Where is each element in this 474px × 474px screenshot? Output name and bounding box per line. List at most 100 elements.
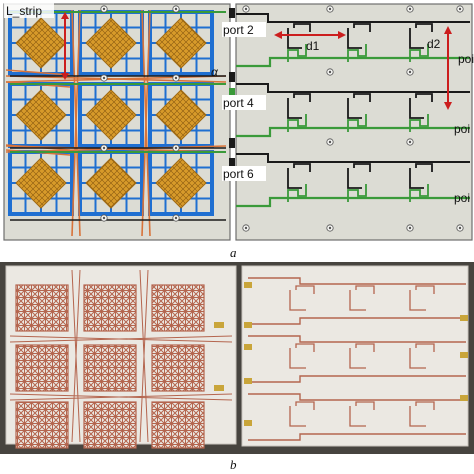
port-4-label: port 4 [223, 96, 254, 110]
photo-resonator [289, 285, 315, 311]
l-strip-arrow-top [61, 12, 69, 19]
screw-hole-icon [406, 5, 414, 13]
strip-line [141, 9, 151, 237]
screw-hole-icon [172, 5, 180, 13]
resonator-black [287, 93, 311, 119]
photo-patch [83, 401, 137, 449]
d1-label: d1 [306, 39, 320, 53]
resonator-black [409, 163, 433, 189]
photo-patch [151, 344, 205, 392]
port-6-label-bg [222, 166, 266, 181]
screw-hole-icon [100, 214, 108, 222]
photo-patch-array [15, 284, 205, 449]
resonator-black [347, 163, 371, 189]
resonator-black [409, 93, 433, 119]
photo-resonator [349, 343, 375, 369]
port-6-label: port 6 [223, 167, 254, 181]
screw-holes [100, 5, 180, 222]
antenna-patch [148, 10, 214, 76]
photo-trace [248, 317, 466, 325]
screw-hole-icon [100, 144, 108, 152]
photo-resonator [349, 401, 375, 427]
port-2-label: port 2 [223, 23, 254, 37]
photo-feed-network [248, 277, 466, 441]
resonator-green [287, 44, 307, 62]
antenna-patch [78, 10, 144, 76]
panel-a-left-board: L_strip α [3, 3, 231, 241]
resonator-black [347, 93, 371, 119]
angle-label: α [211, 65, 219, 79]
resonator-green [347, 184, 367, 202]
panel-b-caption: b [230, 457, 237, 472]
port-4-label-bg [222, 95, 266, 110]
feed-trace [236, 13, 470, 23]
feed-trace [236, 196, 470, 208]
photo-right-board [241, 265, 469, 447]
panel-a-right-board: port 2 port 4 port 6 poi poi poi d1 d2 [222, 3, 474, 241]
port-cut-label-3: poi [454, 191, 470, 205]
strip-label: L_strip [6, 4, 42, 18]
photo-strip [139, 269, 149, 443]
port-cut-label-2: poi [454, 122, 470, 136]
photo-resonator [289, 343, 315, 369]
feed-trace [236, 83, 470, 93]
photo-patch [15, 344, 69, 392]
resonator-black [409, 23, 433, 49]
photo-patch [151, 284, 205, 332]
photo-trace [248, 433, 466, 441]
strip-label-bg [4, 3, 54, 18]
feed-trace [236, 153, 470, 163]
screw-hole-icon [326, 5, 334, 13]
d1-arrow-right [338, 31, 346, 39]
sma-connector-icon [214, 282, 468, 426]
panel-b: b [0, 262, 474, 472]
strip-line [71, 9, 81, 237]
d2-label: d2 [427, 37, 441, 51]
screw-hole-icon [326, 68, 334, 76]
antenna-patch [148, 150, 214, 216]
photo-trace [248, 277, 466, 285]
resonator-green [347, 114, 367, 132]
screw-hole-icon [456, 5, 464, 13]
right-board-substrate [235, 3, 473, 241]
port-2-label-bg [222, 22, 266, 37]
screw-hole-icon [326, 224, 334, 232]
panel-a-caption: a [230, 245, 237, 260]
l-strip-arrow-bottom [61, 73, 69, 80]
d2-arrow-bottom [444, 102, 452, 110]
screw-hole-icon [456, 224, 464, 232]
antenna-patch [8, 82, 74, 148]
decoupling-strips [5, 9, 227, 237]
photo-resonator [409, 343, 435, 369]
resonator-green [287, 114, 307, 132]
strip-line [5, 75, 227, 83]
photo-patch [83, 284, 137, 332]
antenna-patch [148, 82, 214, 148]
screw-hole-icon [406, 68, 414, 76]
strip-line [5, 69, 71, 76]
screw-hole-icon [172, 144, 180, 152]
photo-decoupling-strips [9, 269, 233, 443]
photo-patch [151, 401, 205, 449]
panel-a: L_strip α port 2 port 4 port [3, 3, 474, 260]
feed-network [236, 13, 470, 208]
photo-resonator [349, 285, 375, 311]
resonator-black [347, 23, 371, 49]
photo-trace [248, 393, 466, 401]
screw-hole-icon [172, 74, 180, 82]
photo-resonator [409, 285, 435, 311]
screw-hole-icon [406, 138, 414, 146]
screw-hole-icon [406, 224, 414, 232]
d2-arrow-top [444, 26, 452, 34]
resonator-green [409, 114, 429, 132]
resonator-green [347, 44, 367, 62]
photo-resonator [409, 401, 435, 427]
screw-hole-icon [100, 74, 108, 82]
screw-holes-right [242, 5, 464, 232]
feed-trace [236, 126, 470, 138]
photo-patch [15, 284, 69, 332]
photo-patch [83, 344, 137, 392]
screw-hole-icon [242, 5, 250, 13]
antenna-patch [8, 150, 74, 216]
